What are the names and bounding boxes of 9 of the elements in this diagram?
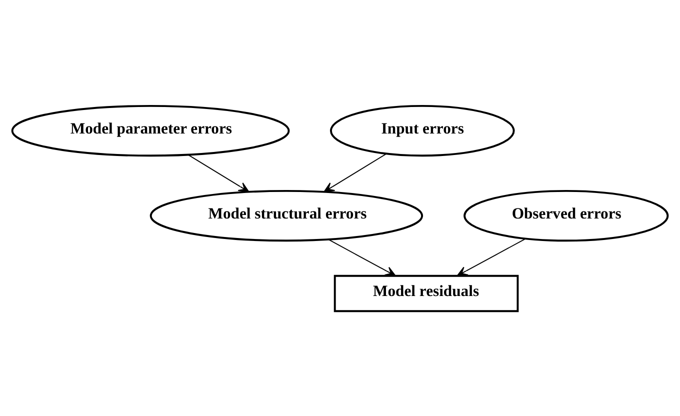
- node-ellipse: Model parameter errors: [11, 104, 290, 156]
- node-ellipse: Model structural errors: [150, 189, 424, 242]
- arrow: [456, 238, 526, 276]
- arrow: [324, 152, 387, 192]
- node-ellipse: Observed errors: [464, 189, 669, 242]
- node-ellipse: Input errors: [330, 104, 515, 156]
- node-box: Model residuals: [334, 274, 519, 312]
- arrow: [328, 238, 396, 276]
- arrow: [188, 154, 250, 192]
